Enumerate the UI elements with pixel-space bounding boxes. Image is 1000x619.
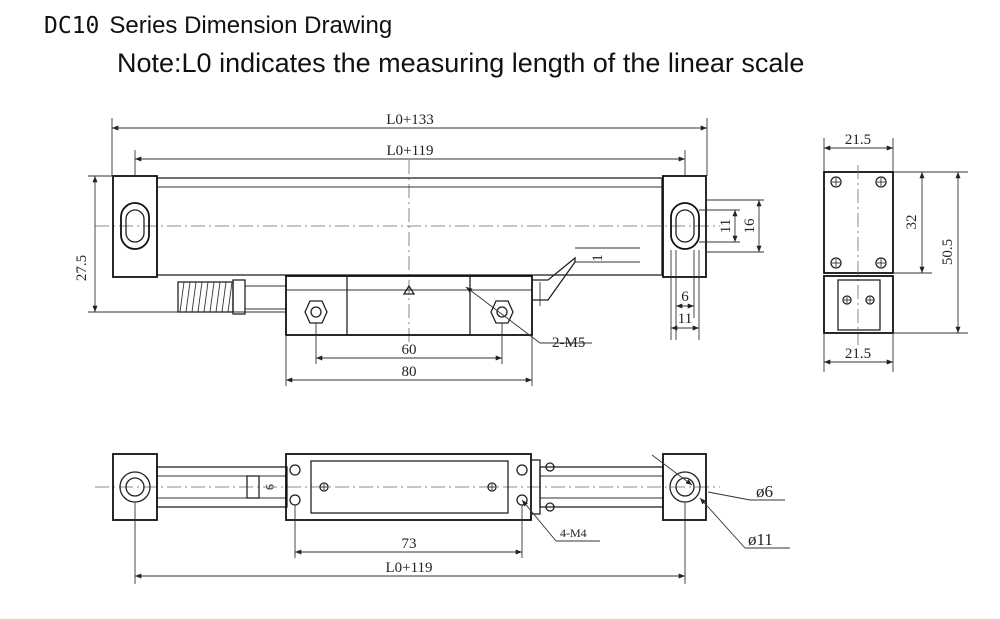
dim-slot-16: 16: [742, 218, 758, 234]
dim-reader-holes: 60: [402, 342, 417, 358]
drawing-note: Note:L0 indicates the measuring length o…: [117, 48, 805, 78]
dim-hole-6: ø6: [756, 482, 773, 501]
dim-side-bottom-width: 21.5: [845, 346, 871, 362]
dim-bottom-mount: L0+119: [385, 560, 432, 576]
dim-thread-m4: 4-M4: [560, 526, 587, 540]
dim-reader-width: 80: [402, 364, 417, 380]
dim-hole-11: ø11: [748, 530, 773, 549]
dim-bottom-9: 9: [263, 484, 277, 490]
side-view: 21.5 21.5 32 50.5: [823, 132, 968, 372]
dim-side-32: 32: [904, 215, 920, 230]
drawing-title: DC10 Series Dimension Drawing: [44, 12, 392, 40]
dim-slot-6: 6: [681, 289, 689, 305]
front-view: L0+133 L0+119 27.5: [74, 112, 764, 386]
drawing-heading: Series Dimension Drawing: [109, 12, 393, 39]
bottom-view: 9 4-M4 ø6 ø11: [95, 453, 790, 584]
dim-side-50-5: 50.5: [940, 239, 956, 265]
dim-slot-11b: 11: [678, 311, 692, 327]
dim-side-top-width: 21.5: [845, 132, 871, 148]
bottom-screws: [319, 482, 497, 492]
dim-height: 27.5: [74, 255, 90, 281]
dim-bottom-73: 73: [402, 536, 417, 552]
dim-mount-length: L0+119: [386, 143, 433, 159]
dim-small-gap: 1: [590, 254, 606, 262]
dim-thread-m5: 2-M5: [552, 335, 585, 351]
dim-total-length: L0+133: [386, 112, 434, 128]
dim-slot-11: 11: [718, 219, 734, 233]
side-screws-upper: [830, 176, 887, 269]
model-name: DC10: [44, 13, 100, 39]
side-screws-lower: [842, 295, 875, 305]
